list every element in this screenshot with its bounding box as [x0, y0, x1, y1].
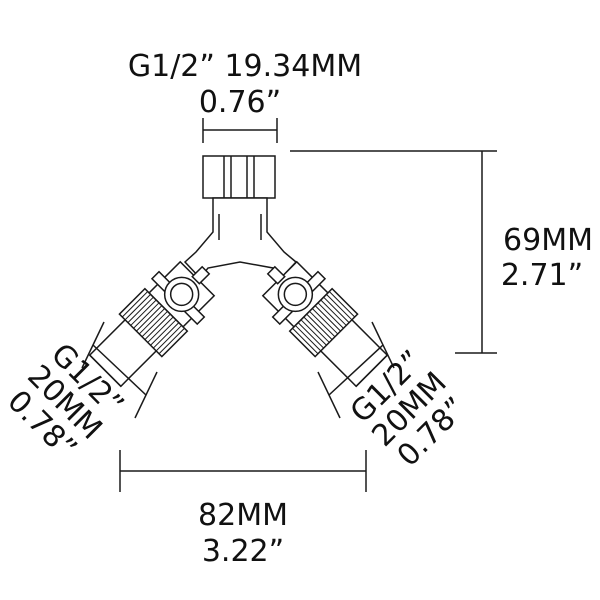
left-outlet-labels: G1/2” 20MM 0.78”	[0, 337, 130, 467]
height-dimension	[290, 150, 497, 354]
left-knurl-lines	[121, 291, 185, 355]
bottom-width-dimension	[119, 450, 367, 492]
height-inch-label: 2.71”	[501, 258, 583, 293]
left-outlet-dimension	[81, 321, 158, 419]
y-connector-body	[183, 155, 298, 280]
height-mm-label: 69MM	[503, 223, 593, 258]
right-valve-arm	[261, 260, 389, 388]
top-width-dimension	[202, 118, 278, 143]
top-thread-label: G1/2” 19.34MM	[128, 49, 362, 84]
right-valve-knob	[277, 276, 314, 313]
right-knurl-lines	[292, 291, 356, 355]
bottom-inch-label: 3.22”	[202, 534, 284, 569]
top-width-inch-label: 0.76”	[199, 85, 281, 120]
left-valve-arm	[88, 260, 216, 388]
right-outlet-dimension	[317, 321, 395, 419]
left-valve-knob	[163, 276, 200, 313]
y-body-outline	[183, 197, 298, 280]
bottom-mm-label: 82MM	[198, 498, 288, 533]
top-hex-nut	[202, 155, 276, 199]
